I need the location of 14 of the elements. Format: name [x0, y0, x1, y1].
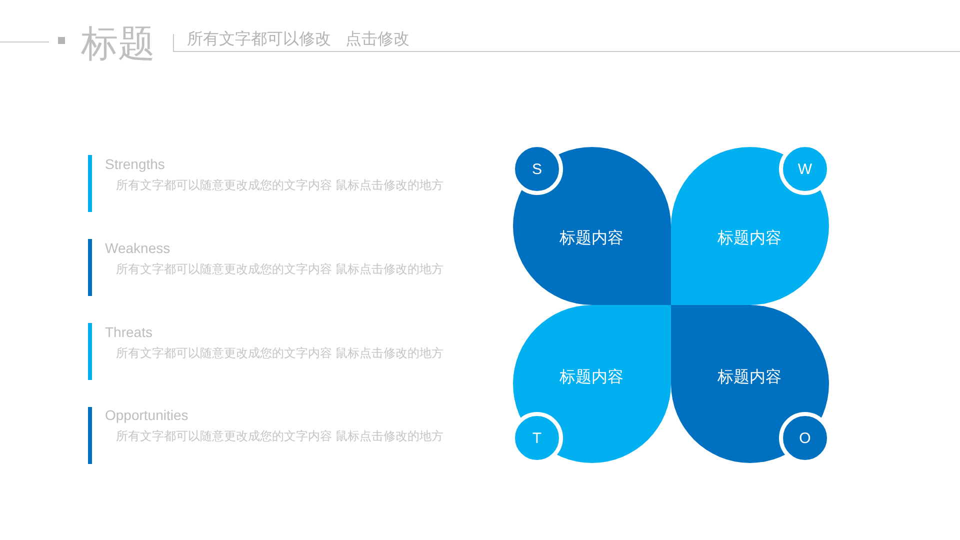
title: 标题: [81, 25, 155, 62]
item-description: 所有文字都可以随意更改成您的文字内容 鼠标点击修改的地方: [116, 429, 444, 443]
petal-label: 标题内容: [558, 230, 624, 248]
item-heading: Opportunities: [105, 407, 188, 423]
item-description: 所有文字都可以随意更改成您的文字内容 鼠标点击修改的地方: [116, 346, 444, 360]
item-description: 所有文字都可以随意更改成您的文字内容 鼠标点击修改的地方: [116, 178, 444, 192]
subtitle: 所有文字都可以修改 点击修改: [187, 31, 410, 49]
item-heading: Strengths: [105, 156, 165, 172]
item-description: 所有文字都可以随意更改成您的文字内容 鼠标点击修改的地方: [116, 262, 444, 276]
item-heading: Threats: [105, 324, 152, 340]
petal-label: 标题内容: [716, 230, 782, 248]
petal-label: 标题内容: [558, 369, 624, 387]
petal-label: 标题内容: [716, 369, 782, 387]
item-heading: Weakness: [105, 240, 170, 256]
